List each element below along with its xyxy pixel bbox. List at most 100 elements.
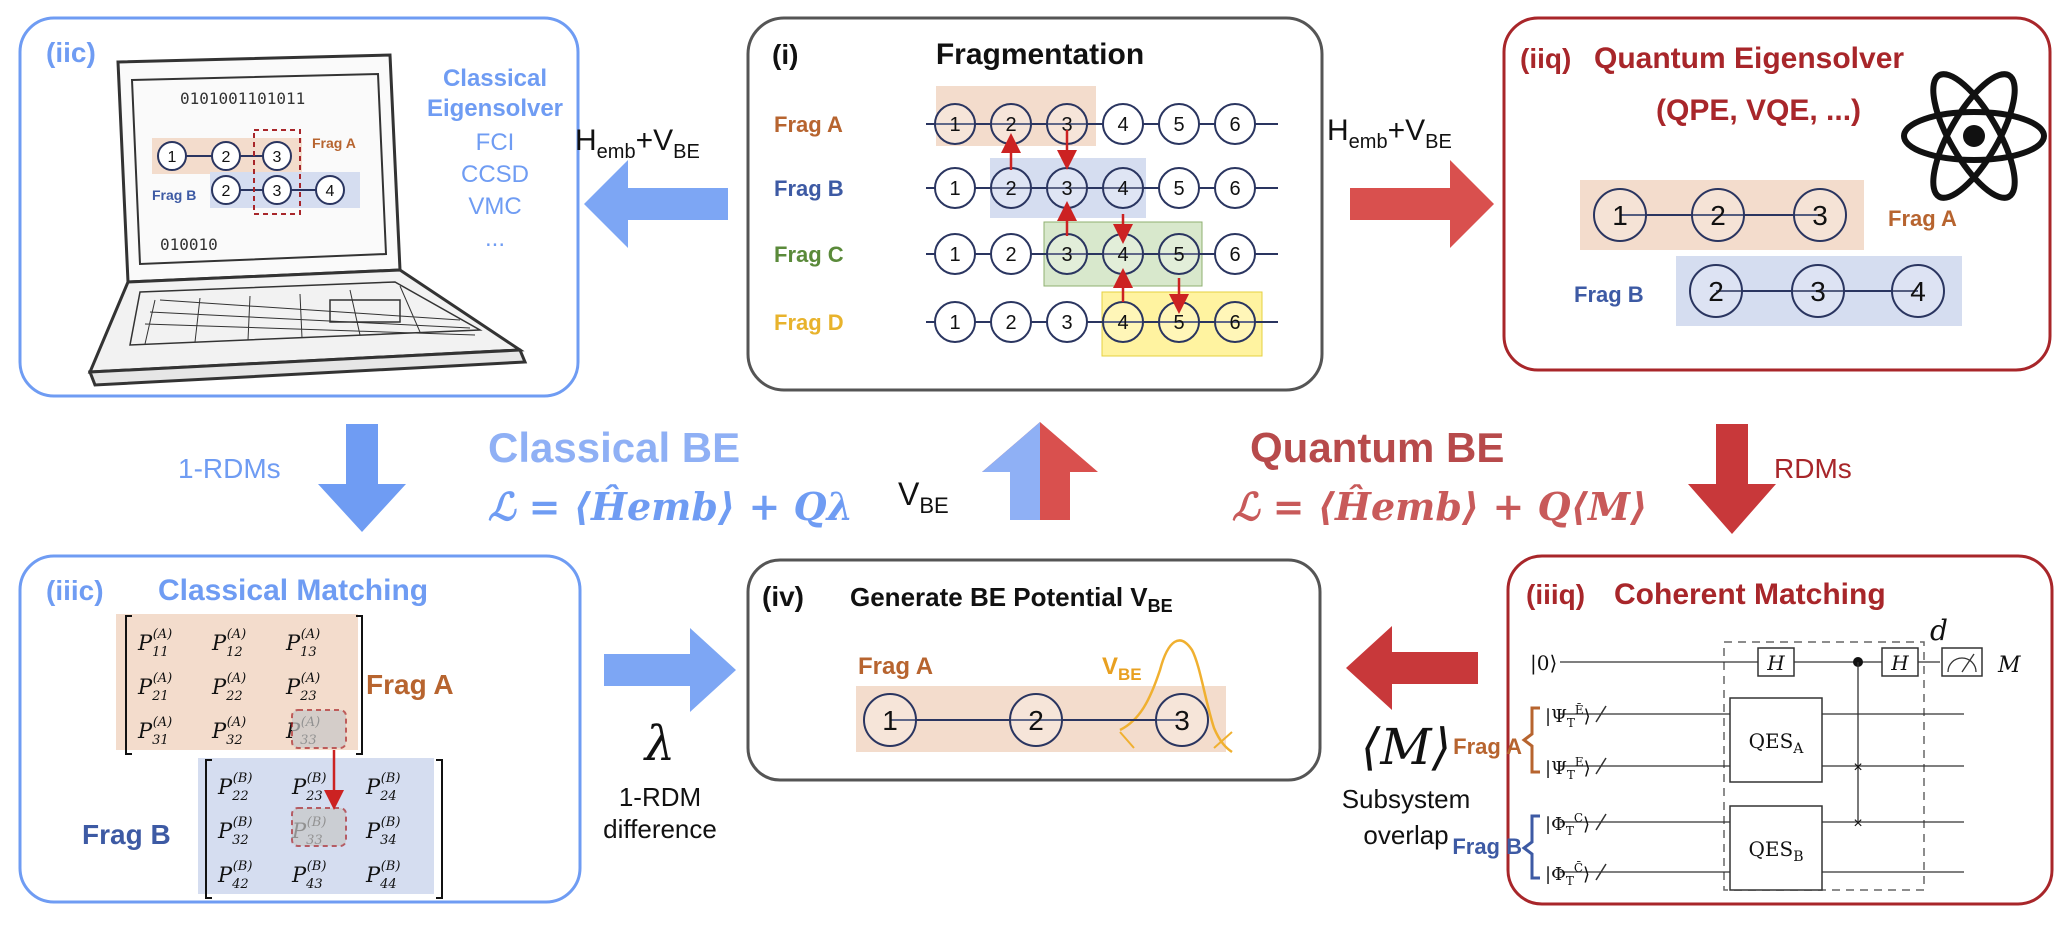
vbe-potential-base bbox=[1119, 731, 1233, 749]
panel-iiiq-label: (iiiq) bbox=[1526, 579, 1585, 610]
h-gate-2-label: H bbox=[1890, 651, 1909, 675]
panel-i-title: Fragmentation bbox=[936, 38, 1144, 71]
frag-row-2-node-5 bbox=[1158, 167, 1200, 209]
vbe-up-label: VBE bbox=[898, 476, 949, 518]
hemb-vbe-right: Hemb+VBE bbox=[1327, 114, 1452, 153]
qes-a-label: QESA bbox=[1749, 729, 1805, 757]
frag-row-4-node-3 bbox=[1046, 301, 1088, 343]
frag-row-1-node-5 bbox=[1158, 103, 1200, 145]
frag-row-label: Frag B bbox=[774, 176, 844, 201]
measure-m: M bbox=[1997, 653, 2021, 678]
frag-row-1-node-6 bbox=[1214, 103, 1256, 145]
quantum-be-formula: ℒ = ⟨Ĥemb⟩ + Q⟨M⟩ bbox=[1232, 484, 1647, 529]
frag-row-label: Frag C bbox=[774, 242, 844, 267]
iic-frag-a-node-label-3: 3 bbox=[273, 149, 282, 166]
qes-b-box bbox=[1729, 805, 1823, 891]
binary-top: 0101001101011 bbox=[180, 89, 305, 108]
frag-row-3-node-5 bbox=[1158, 233, 1200, 275]
iiic-frag-a-label: Frag A bbox=[366, 669, 454, 700]
h-gate-2 bbox=[1881, 647, 1919, 677]
frag-row-2-node-6 bbox=[1214, 167, 1256, 209]
iiiq-frag-b-label: Frag B bbox=[1452, 834, 1522, 859]
frag-row-1-node-label-2: 2 bbox=[1005, 114, 1016, 136]
iiq-frag-b-node-3 bbox=[1791, 264, 1845, 318]
m-caption-2: overlap bbox=[1363, 820, 1448, 850]
frag-row-3-node-label-3: 3 bbox=[1061, 244, 1072, 266]
eigensolver-title-2: Eigensolver bbox=[427, 95, 563, 122]
iiic-frag-b-label: Frag B bbox=[82, 819, 171, 850]
iv-frag-a-node-label-2: 2 bbox=[1028, 705, 1044, 736]
matrix-a-entry-12: P12(A) bbox=[211, 627, 246, 660]
lambda-caption-1: 1-RDM bbox=[619, 782, 701, 812]
iiq-frag-a-node-2 bbox=[1691, 188, 1745, 242]
arrow-subsystem-overlap bbox=[1346, 626, 1478, 710]
iv-frag-a-label: Frag A bbox=[858, 653, 933, 680]
panel-iiq: (iiq) Quantum Eigensolver (QPE, VQE, ...… bbox=[1502, 16, 2052, 372]
arrow-to-classical-solver bbox=[584, 160, 728, 248]
iiq-frag-a-node-1 bbox=[1593, 188, 1647, 242]
iv-frag-a-node-label-1: 1 bbox=[882, 705, 898, 736]
swap-x-2: × bbox=[1853, 815, 1862, 832]
panel-iiq-label: (iiq) bbox=[1520, 43, 1571, 74]
frag-row-2-node-4 bbox=[1102, 167, 1144, 209]
iiq-frag-b-node-2 bbox=[1689, 264, 1743, 318]
quantum-eigensolver-methods: (QPE, VQE, ...) bbox=[1656, 94, 1861, 127]
frag-row-label: Frag D bbox=[774, 310, 844, 335]
frag-row-4-node-label-2: 2 bbox=[1005, 312, 1016, 334]
frag-row-1-node-4 bbox=[1102, 103, 1144, 145]
frag-row-3-node-6 bbox=[1214, 233, 1256, 275]
brace-frag-b bbox=[1521, 814, 1540, 880]
matrix-a-entry-21: P21(A) bbox=[137, 671, 172, 704]
matrix-b-entry-42: P42(B) bbox=[217, 859, 252, 892]
lambda-caption-2: difference bbox=[603, 814, 717, 844]
method-fci: FCI bbox=[476, 129, 515, 156]
brace-frag-a bbox=[1521, 706, 1540, 774]
frag-row-4-node-label-5: 5 bbox=[1173, 312, 1184, 334]
panel-i-label: (i) bbox=[772, 39, 798, 70]
panel-iiic: (iiic) Classical Matching P11(A)P12(A)P1… bbox=[18, 554, 582, 904]
iiq-frag-b-label: Frag B bbox=[1574, 282, 1644, 307]
matrix-a-entry-22: P22(A) bbox=[211, 671, 246, 704]
quantum-eigensolver-title: Quantum Eigensolver bbox=[1594, 42, 1904, 75]
matrix-b-entry-24: P24(B) bbox=[365, 771, 400, 804]
matrix-b-right-bracket bbox=[436, 759, 443, 899]
frag-row-2-node-label-2: 2 bbox=[1005, 178, 1016, 200]
matrix-a-p33-highlight bbox=[291, 709, 347, 749]
overlap-arrows bbox=[1001, 130, 1189, 314]
frag-row-4-node-label-4: 4 bbox=[1117, 312, 1128, 334]
panel-iv-label: (iv) bbox=[762, 581, 804, 612]
frag-row-2-node-label-6: 6 bbox=[1229, 178, 1240, 200]
frag-row-4-node-1 bbox=[934, 301, 976, 343]
vbe-potential-curve bbox=[1119, 639, 1233, 754]
classical-matching-title: Classical Matching bbox=[158, 574, 428, 607]
matrix-a: P11(A)P12(A)P13(A)P21(A)P22(A)P23(A)P31(… bbox=[125, 615, 363, 755]
frag-row-1-node-label-4: 4 bbox=[1117, 114, 1128, 136]
ket-psi-2: |ΨTE⟩ bbox=[1545, 755, 1591, 782]
arrow-vbe-up-left-half bbox=[982, 422, 1040, 520]
iic-frag-a-node-label-2: 2 bbox=[222, 149, 231, 166]
iic-frag-a-node-2 bbox=[211, 141, 241, 171]
label-d: d bbox=[1930, 614, 1948, 647]
frag-row-3-node-label-1: 1 bbox=[949, 244, 960, 266]
frag-row-3-node-label-4: 4 bbox=[1117, 244, 1128, 266]
frag-row-2-node-label-5: 5 bbox=[1173, 178, 1184, 200]
iic-frag-b-node-2 bbox=[211, 175, 241, 205]
matrix-a-entry-11: P11(A) bbox=[137, 627, 172, 660]
matrix-b-entry-22: P22(B) bbox=[217, 771, 252, 804]
panel-iv: (iv) Generate BE Potential VBE Frag A VB… bbox=[746, 558, 1322, 782]
frag-row-3-node-label-6: 6 bbox=[1229, 244, 1240, 266]
frag-row-2-node-1 bbox=[934, 167, 976, 209]
matrix-a-entry-13: P13(A) bbox=[285, 627, 320, 660]
matrix-a-entry-32: P32(A) bbox=[211, 715, 246, 748]
iv-frag-a-node-1 bbox=[863, 693, 917, 747]
arrow-rdms-down bbox=[1688, 424, 1776, 534]
matrix-a-entry-23: P23(A) bbox=[285, 671, 320, 704]
lambda-symbol: λ bbox=[643, 716, 675, 772]
iic-frag-a-label: Frag A bbox=[312, 135, 356, 151]
frag-row-2-node-label-4: 4 bbox=[1117, 178, 1128, 200]
arrow-to-quantum-solver bbox=[1350, 160, 1494, 248]
